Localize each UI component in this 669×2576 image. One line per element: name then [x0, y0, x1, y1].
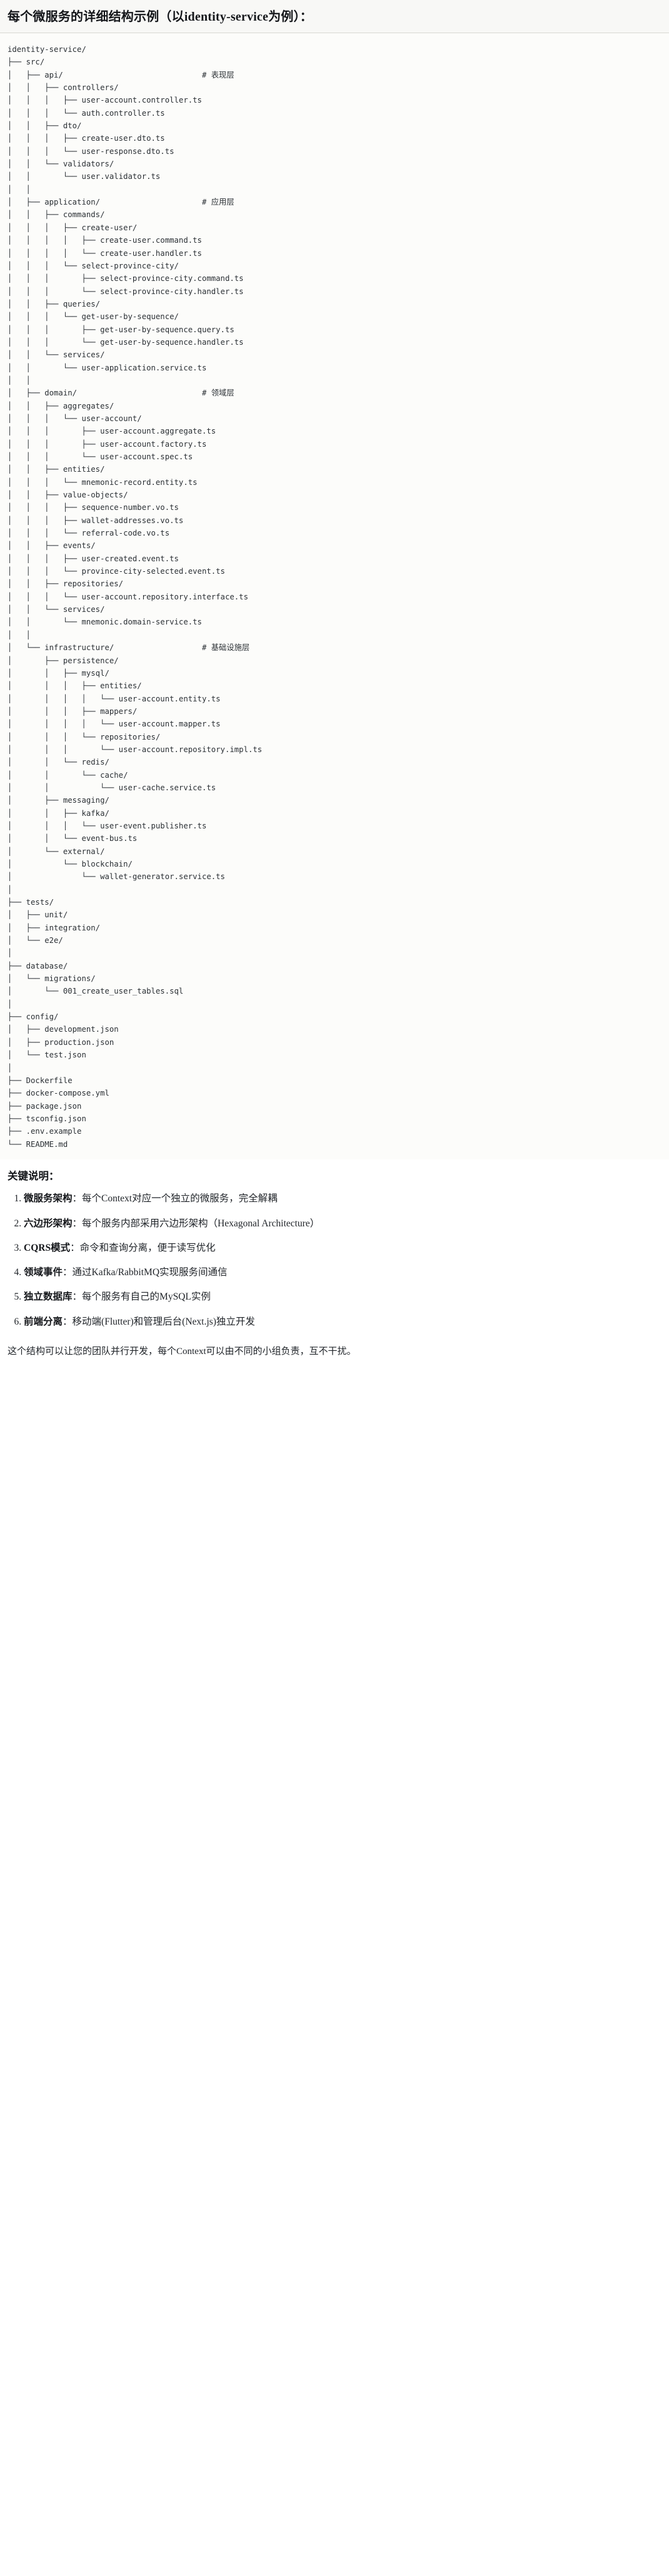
list-item: 前端分离：移动端(Flutter)和管理后台(Next.js)独立开发 — [24, 1315, 661, 1329]
key-point-sep: ： — [72, 1218, 83, 1229]
list-item: 独立数据库：每个服务有自己的MySQL实例 — [24, 1290, 661, 1304]
key-point-desc: 每个Context对应一个独立的微服务，完全解耦 — [82, 1193, 278, 1204]
title-band: 每个微服务的详细结构示例（以identity-service为例）： — [0, 0, 669, 33]
key-point-term: 独立数据库 — [24, 1291, 73, 1303]
page-root: 每个微服务的详细结构示例（以identity-service为例）： ident… — [0, 0, 669, 1369]
page-title: 每个微服务的详细结构示例（以identity-service为例）： — [8, 10, 313, 24]
key-point-desc: 命令和查询分离，便于读写优化 — [79, 1242, 216, 1253]
key-point-sep: ： — [72, 1291, 83, 1303]
closing-paragraph: 这个结构可以让您的团队并行开发，每个Context可以由不同的小组负责，互不干扰… — [8, 1346, 356, 1357]
key-point-desc: 每个服务有自己的MySQL实例 — [82, 1291, 211, 1303]
key-point-term: 六边形架构 — [24, 1218, 73, 1229]
key-points-section: 关键说明： 微服务架构：每个Context对应一个独立的微服务，完全解耦 六边形… — [0, 1159, 669, 1341]
directory-tree: identity-service/ ├── src/ │ ├── api/ # … — [8, 45, 263, 1149]
key-point-sep: ： — [63, 1316, 73, 1327]
key-points-list: 微服务架构：每个Context对应一个独立的微服务，完全解耦 六边形架构：每个服… — [8, 1191, 661, 1329]
key-point-term: CQRS模式 — [24, 1242, 71, 1253]
list-item: CQRS模式：命令和查询分离，便于读写优化 — [24, 1241, 661, 1255]
list-item: 六边形架构：每个服务内部采用六边形架构（Hexagonal Architectu… — [24, 1216, 661, 1231]
directory-tree-block: identity-service/ ├── src/ │ ├── api/ # … — [0, 33, 669, 1159]
list-item: 微服务架构：每个Context对应一个独立的微服务，完全解耦 — [24, 1191, 661, 1206]
key-point-sep: ： — [70, 1242, 80, 1253]
key-point-sep: ： — [72, 1193, 83, 1204]
key-point-desc: 通过Kafka/RabbitMQ实现服务间通信 — [72, 1267, 228, 1278]
key-point-desc: 每个服务内部采用六边形架构（Hexagonal Architecture） — [82, 1218, 320, 1229]
key-point-desc: 移动端(Flutter)和管理后台(Next.js)独立开发 — [72, 1316, 255, 1327]
key-point-sep: ： — [63, 1267, 73, 1278]
key-points-heading: 关键说明： — [8, 1169, 59, 1182]
key-point-term: 领域事件 — [24, 1267, 63, 1278]
key-point-term: 前端分离 — [24, 1316, 63, 1327]
list-item: 领域事件：通过Kafka/RabbitMQ实现服务间通信 — [24, 1265, 661, 1280]
key-point-term: 微服务架构 — [24, 1193, 73, 1204]
